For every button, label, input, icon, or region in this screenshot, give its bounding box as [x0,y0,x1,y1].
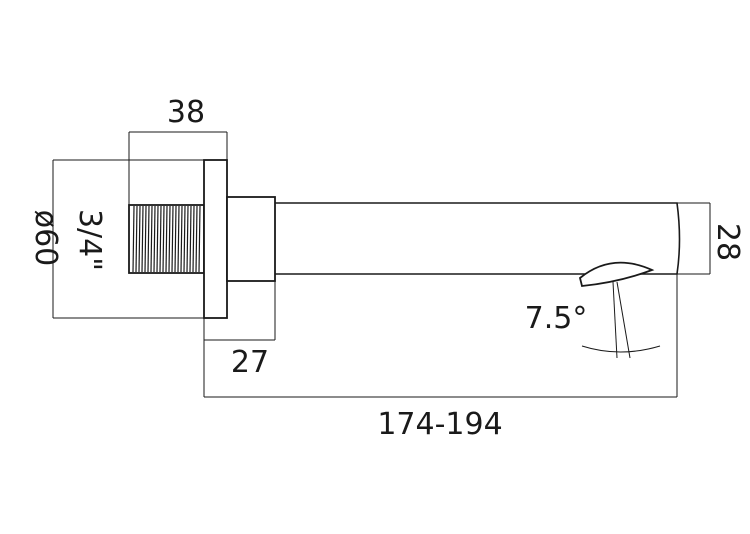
dimension-diameter: ø60 [28,159,204,319]
thread-line [195,205,198,273]
thread-line [174,205,177,273]
dimension-label-projection: 174-194 [377,407,502,442]
thread-line [135,205,138,273]
backplate [203,159,228,319]
thread-line [159,205,162,273]
thread-line [180,205,183,273]
thread-line [192,205,195,273]
thread-line [186,205,189,273]
dimension-label-diameter: ø60 [28,210,63,267]
thread-line [171,205,174,273]
threaded-connector [128,204,205,274]
angle-indicator: 7.5° [525,281,661,359]
thread-line [138,205,141,273]
dimension-projection: 174-194 [204,274,678,442]
thread-line [198,205,201,273]
dimension-38: 38 [128,95,228,205]
dimension-27: 27 [203,281,276,397]
thread-label: 3/4" [72,209,107,271]
thread-line [183,205,186,273]
thread-line [153,205,156,273]
dimension-label-38: 38 [167,95,205,130]
spout-body [275,202,681,275]
angle-label: 7.5° [525,301,588,336]
collar [226,196,276,282]
thread-line [132,205,135,273]
thread-line [141,205,144,273]
dimension-label-27: 27 [231,345,269,380]
thread-line [156,205,159,273]
thread-line [189,205,192,273]
thread-line [147,205,150,273]
thread-line [150,205,153,273]
dimension-28: 28 [677,202,745,275]
thread-line [168,205,171,273]
thread-line [165,205,168,273]
aerator-outlet [578,261,655,287]
dimension-label-28: 28 [710,223,745,261]
thread-line [144,205,147,273]
thread-line [177,205,180,273]
thread-line [162,205,165,273]
